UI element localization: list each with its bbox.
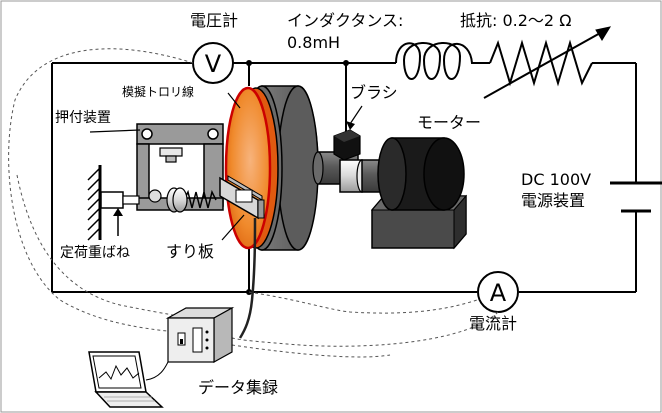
laptop-cable <box>145 361 169 381</box>
ammeter-symbol: A <box>490 279 507 307</box>
inductor-coil <box>395 42 490 80</box>
junction-dot <box>246 60 252 66</box>
wall-mount <box>87 165 102 241</box>
label-trolley-wire: 模擬トロリ線 <box>122 84 194 99</box>
label-data-logger: データ集録 <box>198 378 278 397</box>
label-pressing-device: 押付装置 <box>55 110 111 126</box>
label-motor: モーター <box>417 113 481 132</box>
brush-arrowhead <box>346 121 355 130</box>
spring-holder <box>100 191 124 209</box>
label-voltmeter: 電圧計 <box>190 11 238 30</box>
sliding-plate-cable <box>238 217 257 339</box>
junction-dot <box>343 60 349 66</box>
label-constant-load-spring: 定荷重ばね <box>60 245 130 261</box>
label-inductance: インダクタンス: <box>287 11 403 30</box>
motor-body <box>377 137 465 211</box>
label-ammeter: 電流計 <box>469 314 517 333</box>
label-resistance: 抵抗: 0.2～2 Ω <box>460 11 571 30</box>
brush <box>333 129 361 161</box>
label-inductance-value: 0.8mH <box>287 33 340 52</box>
label-sliding-plate: すり板 <box>166 242 214 261</box>
compression-spring <box>183 189 217 209</box>
voltmeter: V <box>192 42 234 84</box>
circuit-wiring <box>51 62 637 293</box>
leader-lines <box>89 92 363 241</box>
dc-power-supply-symbol <box>610 181 662 213</box>
label-dc-supply-line1: DC 100V <box>521 170 591 189</box>
data-logger-unit <box>165 306 235 364</box>
sliding-plate <box>219 175 265 220</box>
label-brush: ブラシ <box>350 83 398 102</box>
constant-load-spring-arrow <box>113 208 123 236</box>
ammeter: A <box>477 271 519 313</box>
label-dc-supply-line2: 電源装置 <box>521 191 585 210</box>
laptop <box>88 351 164 408</box>
trolley-wire-ring <box>224 86 279 250</box>
voltmeter-symbol: V <box>205 50 222 78</box>
pressing-roller <box>166 187 188 213</box>
variable-resistor <box>483 26 612 99</box>
